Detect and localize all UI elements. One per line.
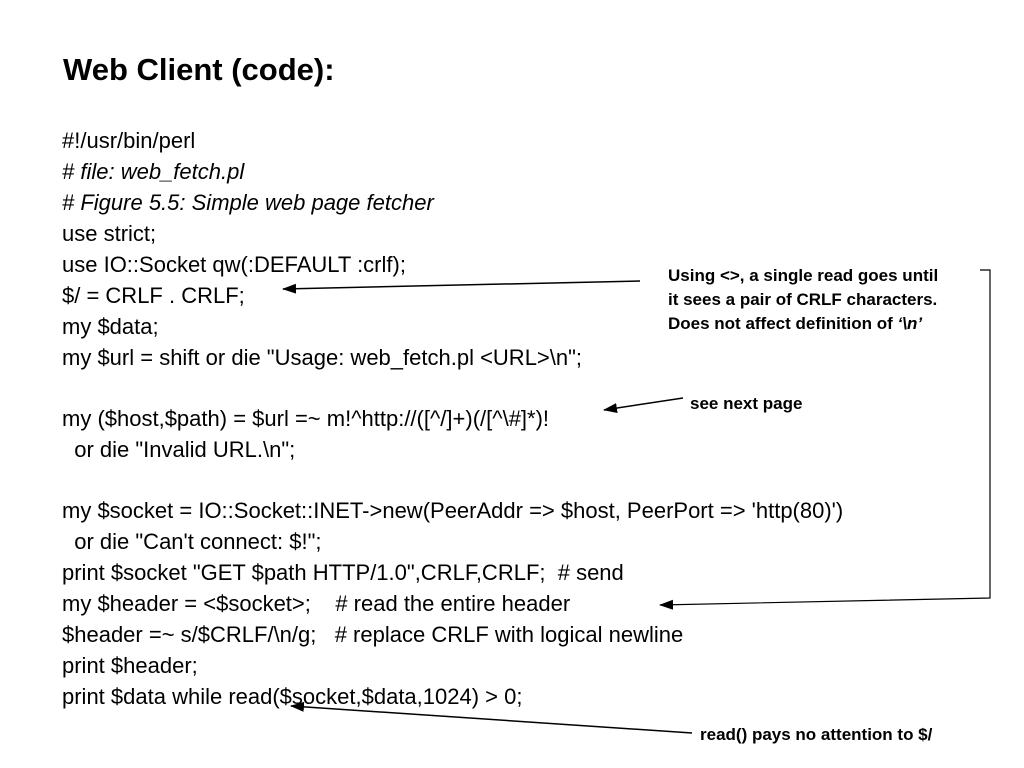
code-line-invalid-url: or die "Invalid URL.\n"; (62, 437, 296, 462)
code-line-use-io-socket: use IO::Socket qw(:DEFAULT :crlf); (62, 252, 406, 277)
code-line-my-url: my $url = shift or die "Usage: web_fetch… (62, 345, 583, 370)
crlf-note-line3-text: Does not affect definition of (668, 314, 898, 333)
code-line-figure-comment: # Figure 5.5: Simple web page fetcher (62, 190, 434, 215)
code-line-print-get: print $socket "GET $path HTTP/1.0",CRLF,… (62, 560, 624, 585)
code-line-print-data: print $data while read($socket,$data,102… (62, 684, 523, 709)
code-line-file-comment: # file: web_fetch.pl (62, 159, 245, 184)
slide-title: Web Client (code): (63, 52, 335, 87)
code-line-shebang: #!/usr/bin/perl (62, 128, 196, 153)
code-line-my-socket: my $socket = IO::Socket::INET->new(PeerA… (62, 498, 844, 523)
code-line-replace-crlf: $header =~ s/$CRLF/\n/g; # replace CRLF … (62, 622, 684, 647)
code-line-read-header: my $header = <$socket>; # read the entir… (62, 591, 571, 616)
next-page-note: see next page (690, 394, 803, 413)
crlf-note-newline-symbol: ‘\n’ (897, 314, 923, 333)
crlf-note-line3: Does not affect definition of ‘\n’ (668, 312, 938, 336)
code-line-record-separator: $/ = CRLF . CRLF; (62, 283, 245, 308)
code-line-print-header: print $header; (62, 653, 198, 678)
crlf-note-line1: Using <>, a single read goes until (668, 266, 939, 285)
read-note-arrow (290, 701, 693, 734)
next-page-arrow (603, 397, 684, 413)
read-note: read() pays no attention to $/ (700, 725, 933, 744)
code-line-host-path: my ($host,$path) = $url =~ m!^http://([^… (62, 406, 550, 431)
code-line-my-data: my $data; (62, 314, 159, 339)
crlf-note-arrow (282, 280, 641, 294)
crlf-note: Using <>, a single read goes until it se… (668, 264, 938, 336)
crlf-note-line2: it sees a pair of CRLF characters. (668, 290, 938, 309)
code-line-use-strict: use strict; (62, 221, 157, 246)
code-line-cant-connect: or die "Can't connect: $!"; (62, 529, 322, 554)
